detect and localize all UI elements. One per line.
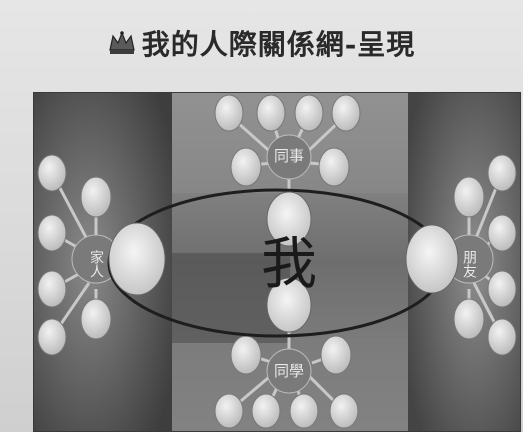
- relationship-diagram: 同事 同學 家人 朋友 我: [33, 92, 521, 432]
- top-group-label: 同事: [274, 147, 304, 165]
- top-group-nodes: [214, 94, 361, 187]
- left-group-label: 家人: [88, 249, 104, 278]
- right-big-node: [405, 224, 459, 294]
- right-group-nodes: [453, 154, 517, 356]
- center-bottom-node: [266, 277, 312, 333]
- bottom-hub: [266, 348, 312, 394]
- center-top-node: [266, 191, 312, 247]
- right-group-label: 朋友: [461, 250, 477, 278]
- bottom-group-label: 同學: [274, 362, 304, 380]
- title-bar: 我的人際關係網-呈現: [0, 0, 523, 86]
- left-group-nodes: [37, 154, 112, 356]
- center-label: 我: [261, 232, 317, 297]
- bottom-group-nodes: [214, 335, 359, 429]
- page-title: 我的人際關係網-呈現: [141, 28, 416, 61]
- crown-icon: [108, 30, 136, 56]
- top-hub: [266, 134, 312, 180]
- left-big-node: [108, 222, 166, 296]
